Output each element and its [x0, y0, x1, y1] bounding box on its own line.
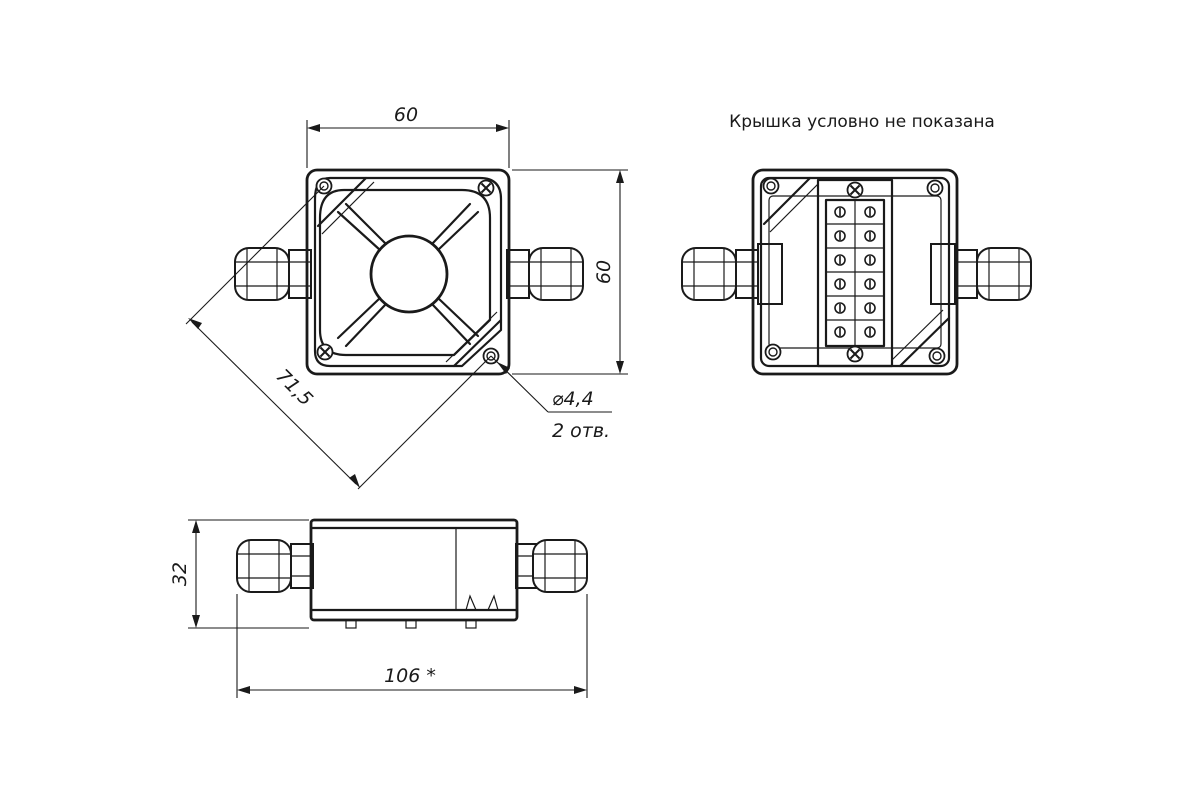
dim-side-length: 106 * — [384, 665, 436, 687]
left-cable-gland — [681, 243, 783, 305]
housing-side — [309, 518, 519, 622]
mounting-hole-icon — [764, 343, 782, 361]
housing-outline — [751, 168, 959, 376]
terminal-screws — [834, 206, 876, 338]
mounting-hole-icon — [928, 347, 946, 365]
right-cable-gland — [930, 243, 1032, 305]
internal-view: Крышка условно не показана — [681, 112, 1032, 376]
side-view: 32 106 * — [169, 518, 588, 698]
screw-icon — [846, 181, 864, 199]
left-cable-gland — [236, 539, 314, 593]
left-cable-gland — [234, 247, 312, 301]
note-cover-hidden: Крышка условно не показана — [729, 112, 995, 132]
dim-hole-count: 2 отв. — [552, 420, 610, 442]
terminal-block — [816, 178, 894, 368]
right-cable-gland — [506, 247, 584, 301]
housing-outline — [305, 168, 511, 376]
mounting-hole-icon — [762, 177, 780, 195]
dim-top-height: 60 — [593, 260, 615, 284]
screw-icon — [477, 179, 495, 197]
mounting-hole-icon — [926, 179, 944, 197]
screw-icon — [846, 345, 864, 363]
dim-hole-diameter: ⌀4,4 — [552, 388, 594, 410]
center-boss — [369, 234, 449, 314]
dim-top-width: 60 — [394, 104, 418, 126]
screw-icon — [316, 343, 334, 361]
right-cable-gland — [515, 539, 588, 593]
top-view: 60 60 71,5 ⌀4,4 2 отв. — [185, 104, 628, 490]
dim-side-height: 32 — [169, 562, 191, 586]
